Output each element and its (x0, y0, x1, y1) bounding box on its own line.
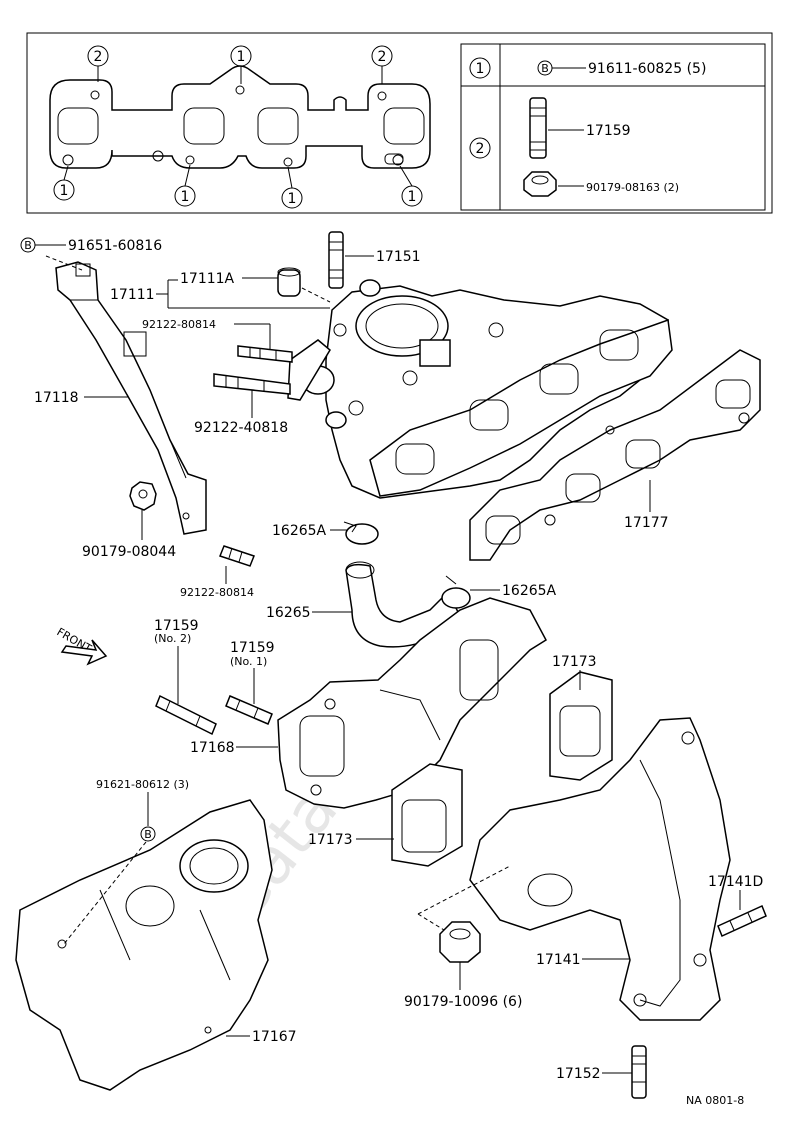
label-17159-no1: 17159 (No. 1) (230, 640, 275, 704)
gasket-mark-bottom-1: 1 (53, 179, 75, 201)
svg-text:17177: 17177 (624, 515, 669, 531)
svg-text:17151: 17151 (376, 249, 421, 265)
svg-text:17111A: 17111A (180, 271, 235, 287)
label-90179-08044: 90179-08044 (82, 510, 176, 560)
svg-text:92122-40818: 92122-40818 (194, 420, 288, 436)
gasket-mark-bottom-2: 1 (174, 185, 196, 207)
label-16265A-lower: 16265A (470, 583, 557, 599)
label-17177: 17177 (624, 480, 669, 531)
svg-text:91651-60816: 91651-60816 (68, 238, 162, 254)
label-17152: 17152 (556, 1066, 632, 1082)
svg-text:91611-60825 (5): 91611-60825 (5) (588, 61, 706, 77)
svg-text:1: 1 (60, 183, 69, 199)
gasket-mark-top-left: 2 (87, 45, 109, 67)
svg-text:17141: 17141 (536, 952, 581, 968)
label-17167: 17167 (226, 1029, 297, 1045)
label-91651-60816: B 91651-60816 (20, 237, 162, 254)
svg-text:1: 1 (476, 61, 485, 77)
svg-text:92122-80814: 92122-80814 (142, 318, 216, 331)
label-17168: 17168 (190, 740, 278, 756)
svg-text:(No. 1): (No. 1) (230, 655, 267, 668)
svg-text:91621-80612 (3): 91621-80612 (3) (96, 778, 189, 791)
label-92122-80814-b: 92122-80814 (180, 566, 254, 599)
label-16265: 16265 (266, 605, 352, 621)
plug-17111A (277, 267, 301, 297)
svg-text:B: B (541, 62, 549, 75)
nut-90179-08044 (129, 481, 157, 511)
stud-17152 (631, 1045, 647, 1099)
gasket-mark-bottom-3: 1 (281, 187, 303, 209)
label-17159-no2: 17159 (No. 2) (154, 618, 199, 704)
svg-text:(No. 2): (No. 2) (154, 632, 191, 645)
label-17173-a: 17173 (552, 654, 597, 690)
legend-table: 1 B 91611-60825 (5) 2 17159 90179-08163 … (460, 43, 766, 211)
svg-text:17168: 17168 (190, 740, 235, 756)
label-17141D: 17141D (708, 874, 763, 910)
svg-text:17167: 17167 (252, 1029, 297, 1045)
stud-92122-40818 (213, 373, 291, 395)
svg-text:17159: 17159 (230, 640, 275, 656)
footer-code: NA 0801-8 (686, 1094, 744, 1107)
label-92122-40818: 92122-40818 (194, 390, 288, 436)
gasket-17173-a (549, 671, 613, 781)
label-17111: 17111 (110, 279, 330, 309)
svg-text:1: 1 (181, 189, 190, 205)
gasket-mark-top-right: 2 (371, 45, 393, 67)
svg-text:90179-08044: 90179-08044 (82, 544, 176, 560)
svg-text:2: 2 (94, 49, 103, 65)
clamp-16265A-lower (441, 575, 471, 609)
svg-text:16265A: 16265A (502, 583, 557, 599)
exhaust-manifold-17141 (469, 717, 731, 1021)
label-17118: 17118 (34, 390, 128, 406)
intake-manifold-17111 (287, 279, 673, 499)
svg-text:17173: 17173 (308, 832, 353, 848)
bracket-17118 (55, 261, 207, 535)
label-17173-b: 17173 (308, 832, 394, 848)
svg-text:17173: 17173 (552, 654, 597, 670)
stud-92122-80814-a (237, 345, 293, 363)
clamp-16265A-upper (343, 521, 379, 545)
gasket-mark-top-mid: 1 (230, 45, 252, 67)
svg-text:17141D: 17141D (708, 874, 763, 890)
label-16265A-upper: 16265A (272, 523, 348, 539)
svg-text:1: 1 (408, 189, 417, 205)
stud-17159-no1 (225, 695, 273, 725)
gasket-detail-panel: 2 1 2 1 1 1 1 (26, 32, 773, 214)
svg-text:1: 1 (288, 191, 297, 207)
gasket-17173-b (391, 763, 463, 867)
label-91621-80612: 91621-80612 (3) B (96, 778, 189, 842)
svg-text:2: 2 (476, 141, 485, 157)
bolt-b-mark: B (144, 828, 152, 841)
label-92122-80814-a: 92122-80814 (142, 318, 271, 350)
label-17111A: 17111A (180, 271, 278, 287)
svg-text:1: 1 (237, 49, 246, 65)
front-arrow: FRONT (55, 625, 108, 666)
svg-text:16265A: 16265A (272, 523, 327, 539)
stud-17151 (328, 231, 344, 289)
svg-text:2: 2 (378, 49, 387, 65)
nut-90179-10096 (439, 921, 481, 963)
stud-17141D (717, 904, 767, 938)
svg-text:17159: 17159 (154, 618, 199, 634)
svg-text:17111: 17111 (110, 287, 155, 303)
label-90179-10096: 90179-10096 (6) (404, 962, 522, 1010)
svg-text:17152: 17152 (556, 1066, 601, 1082)
label-17151: 17151 (345, 249, 421, 265)
svg-text:17159: 17159 (586, 123, 631, 139)
svg-text:17118: 17118 (34, 390, 79, 406)
gasket-17177 (469, 349, 761, 561)
stud-17159-no2 (155, 694, 217, 736)
gasket-mark-bottom-4: 1 (401, 185, 423, 207)
stud-92122-80814-b (219, 545, 255, 567)
manifold-17168 (277, 597, 547, 809)
heat-insulator-17167 (15, 799, 273, 1091)
svg-text:16265: 16265 (266, 605, 311, 621)
svg-text:90179-10096 (6): 90179-10096 (6) (404, 994, 522, 1010)
bolt-b-mark: B (24, 239, 32, 252)
label-17141: 17141 (536, 952, 630, 968)
svg-text:92122-80814: 92122-80814 (180, 586, 254, 599)
svg-text:90179-08163 (2): 90179-08163 (2) (586, 181, 679, 194)
